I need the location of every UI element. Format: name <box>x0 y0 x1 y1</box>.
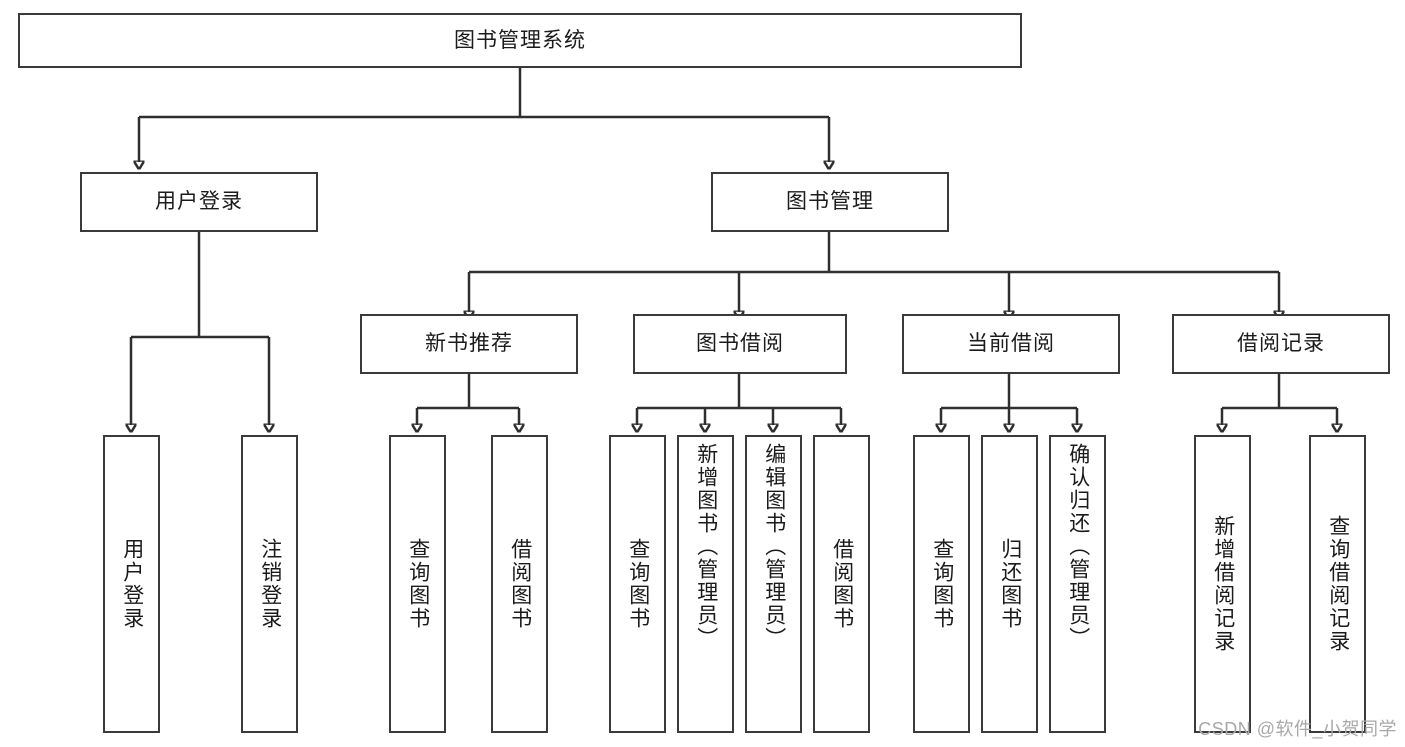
node-label: 编辑图书（管理员） <box>762 443 786 650</box>
node-label: 用户登录 <box>120 538 144 630</box>
node-label: 查询图书 <box>406 538 430 630</box>
leaf-record-query-borrow-record[interactable]: 查询借阅记录 <box>1309 435 1366 733</box>
leaf-borrow-edit-book-admin[interactable]: 编辑图书（管理员） <box>745 435 802 733</box>
leaf-borrow-borrow-book[interactable]: 借阅图书 <box>813 435 870 733</box>
node-label: 借阅记录 <box>1237 332 1325 356</box>
leaf-recommend-borrow-book[interactable]: 借阅图书 <box>491 435 548 733</box>
leaf-user-login-logout[interactable]: 注销登录 <box>241 435 298 733</box>
leaf-current-confirm-return-admin[interactable]: 确认归还（管理员） <box>1049 435 1106 733</box>
node-borrow-record[interactable]: 借阅记录 <box>1172 314 1390 374</box>
node-root-book-management-system[interactable]: 图书管理系统 <box>18 13 1022 68</box>
node-label: 新增借阅记录 <box>1211 515 1235 653</box>
node-label: 查询图书 <box>930 538 954 630</box>
watermark-text: CSDN @软件_小贺同学 <box>1198 719 1397 739</box>
node-label: 图书管理系统 <box>454 28 586 52</box>
leaf-record-add-borrow-record[interactable]: 新增借阅记录 <box>1194 435 1251 733</box>
node-current-borrow[interactable]: 当前借阅 <box>902 314 1120 374</box>
node-label: 图书借阅 <box>696 332 784 356</box>
leaf-borrow-query-book[interactable]: 查询图书 <box>609 435 666 733</box>
node-label: 查询借阅记录 <box>1326 515 1350 653</box>
node-label: 确认归还（管理员） <box>1066 443 1090 650</box>
leaf-current-return-book[interactable]: 归还图书 <box>981 435 1038 733</box>
node-label: 借阅图书 <box>830 538 854 630</box>
node-label: 查询图书 <box>626 538 650 630</box>
node-label: 借阅图书 <box>508 538 532 630</box>
leaf-borrow-add-book-admin[interactable]: 新增图书（管理员） <box>677 435 734 733</box>
node-label: 新增图书（管理员） <box>694 443 718 650</box>
node-book-borrow[interactable]: 图书借阅 <box>633 314 847 374</box>
leaf-user-login-login[interactable]: 用户登录 <box>103 435 160 733</box>
node-label: 归还图书 <box>998 538 1022 630</box>
node-label: 当前借阅 <box>967 332 1055 356</box>
node-label: 图书管理 <box>786 190 874 214</box>
node-new-book-recommend[interactable]: 新书推荐 <box>360 314 578 374</box>
node-label: 新书推荐 <box>425 332 513 356</box>
leaf-current-query-book[interactable]: 查询图书 <box>913 435 970 733</box>
node-label: 注销登录 <box>258 538 282 630</box>
node-label: 用户登录 <box>155 190 243 214</box>
node-user-login[interactable]: 用户登录 <box>80 172 318 232</box>
node-book-management[interactable]: 图书管理 <box>711 172 949 232</box>
leaf-recommend-query-book[interactable]: 查询图书 <box>389 435 446 733</box>
